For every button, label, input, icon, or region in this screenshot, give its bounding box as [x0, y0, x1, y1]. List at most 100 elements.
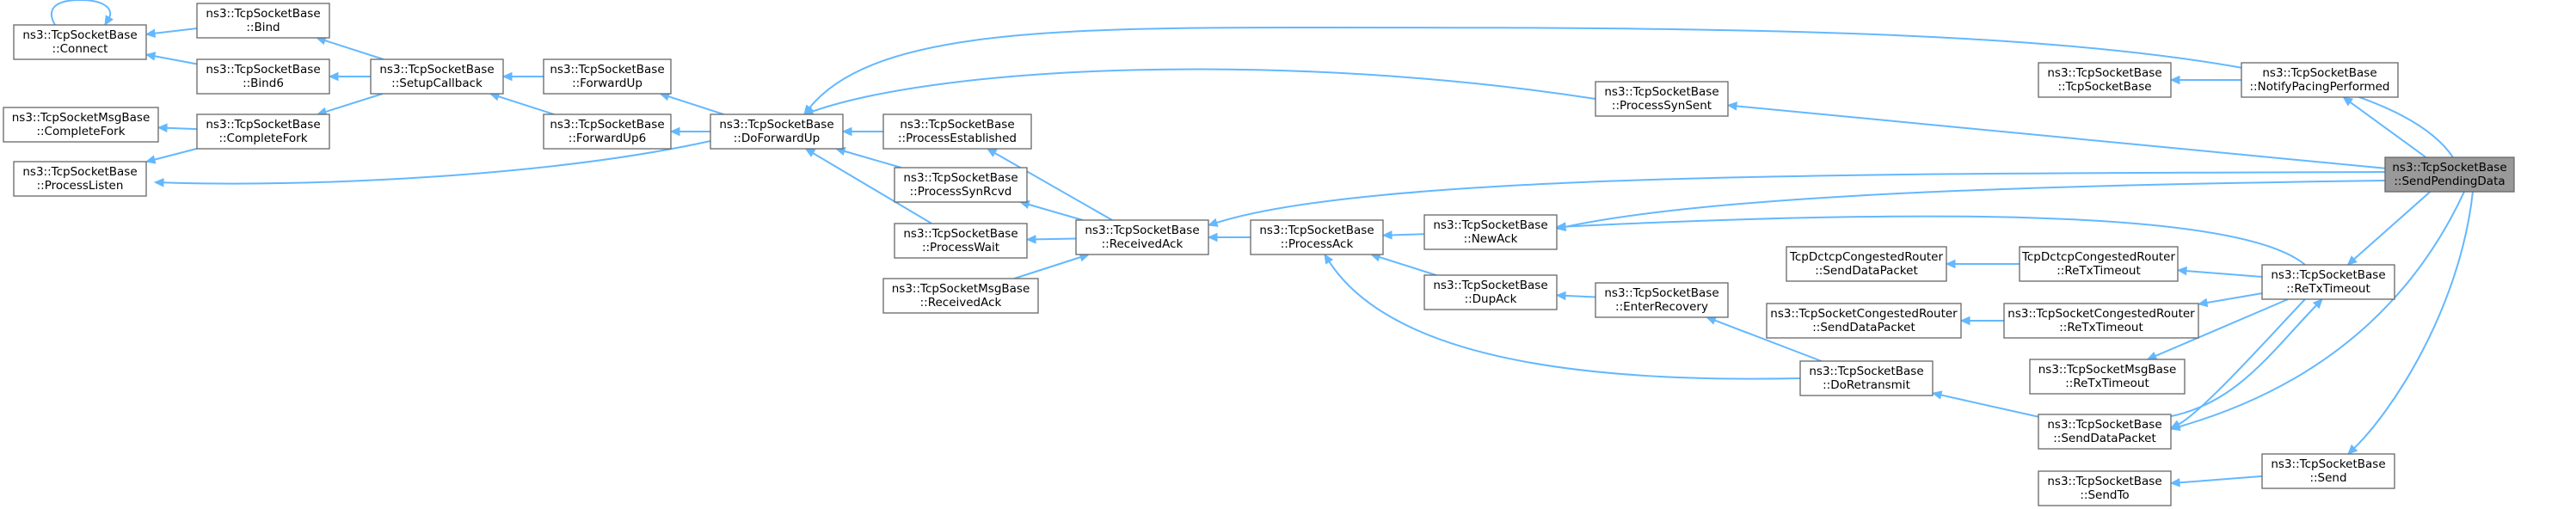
- node-label-line2: ::Bind: [246, 21, 280, 34]
- node-dctcpretx[interactable]: TcpDctcpCongestedRouter::ReTxTimeout: [2019, 246, 2179, 282]
- node-label-line1: ns3::TcpSocketBase: [2047, 475, 2161, 488]
- node-setupcallback[interactable]: ns3::TcpSocketBase::SetupCallback: [370, 58, 504, 95]
- edges: [51, 0, 2474, 488]
- edge-receivedack-to-processwait: [1025, 235, 1077, 244]
- node-completefork[interactable]: ns3::TcpSocketBase::CompleteFork: [196, 113, 330, 150]
- node-senddatapacket[interactable]: ns3::TcpSocketBase::SendDataPacket: [2038, 414, 2172, 450]
- edge-processack-to-receivedack: [1207, 232, 1251, 242]
- node-processack[interactable]: ns3::TcpSocketBase::ProcessAck: [1250, 219, 1384, 255]
- node-label-line2: ::DoRetransmit: [1823, 378, 1910, 392]
- node-label-line2: ::SendPendingData: [2394, 175, 2505, 188]
- node-msgcompletefork[interactable]: ns3::TcpSocketMsgBase::CompleteFork: [3, 107, 159, 143]
- node-label-line1: ns3::TcpSocketBase: [903, 171, 1017, 185]
- edge-bind6-to-connect: [144, 52, 198, 65]
- node-bind[interactable]: ns3::TcpSocketBase::Bind: [196, 3, 330, 39]
- node-label-line1: ns3::TcpSocketCongestedRouter: [2007, 307, 2195, 321]
- node-label-line1: TcpDctcpCongestedRouter: [2021, 250, 2176, 264]
- node-label-line2: ::SetupCallback: [391, 77, 483, 90]
- node-label-line1: ns3::TcpSocketBase: [1604, 85, 1718, 99]
- edge-sendpending-to-notifypacing: [2342, 96, 2427, 158]
- node-congretx[interactable]: ns3::TcpSocketCongestedRouter::ReTxTimeo…: [2003, 303, 2199, 339]
- node-label-line1: ns3::TcpSocketBase: [2047, 418, 2161, 432]
- node-processestablished[interactable]: ns3::TcpSocketBase::ProcessEstablished: [882, 113, 1032, 150]
- node-label-line2: ::SendDataPacket: [2053, 432, 2156, 445]
- node-label-line1: TcpDctcpCongestedRouter: [1789, 250, 1944, 264]
- node-label-line2: ::ReTxTimeout: [2059, 321, 2143, 334]
- edge-senddatapacket-to-doretransmit: [1931, 390, 2039, 418]
- node-label-line2: ::ReceivedAck: [920, 296, 1002, 310]
- node-send[interactable]: ns3::TcpSocketBase::Send: [2261, 453, 2395, 489]
- node-label-line2: ::DupAck: [1465, 292, 1517, 306]
- node-label-line2: ::ReceivedAck: [1102, 237, 1183, 251]
- node-doforwardup[interactable]: ns3::TcpSocketBase::DoForwardUp: [710, 113, 844, 150]
- node-label-line2: ::SendDataPacket: [1812, 321, 1915, 334]
- edge-retxtimeout-to-newack: [1555, 215, 2306, 266]
- edge-setupcallback-to-bind6: [328, 71, 371, 82]
- edge-processsynsent-to-doforwardup: [802, 68, 1596, 116]
- node-forwardup6[interactable]: ns3::TcpSocketBase::ForwardUp6: [543, 113, 672, 150]
- edge-completefork-to-msgcompletefork: [157, 123, 198, 133]
- node-tcpsocketbase[interactable]: ns3::TcpSocketBase::TcpSocketBase: [2038, 62, 2172, 98]
- node-label-line2: ::ProcessSynRcvd: [910, 185, 1012, 199]
- nodes: ns3::TcpSocketBase::SendPendingDatans3::…: [3, 3, 2515, 506]
- node-sendpending[interactable]: ns3::TcpSocketBase::SendPendingData: [2384, 156, 2515, 193]
- node-doretransmit[interactable]: ns3::TcpSocketBase::DoRetransmit: [1799, 360, 1934, 396]
- edge-forwardup-to-setupcallback: [501, 71, 544, 82]
- edge-send-to-sendto: [2169, 475, 2263, 488]
- node-label-line2: ::ReTxTimeout: [2056, 264, 2141, 278]
- node-label-line2: ::NotifyPacingPerformed: [2250, 80, 2390, 94]
- node-connect[interactable]: ns3::TcpSocketBase::Connect: [13, 24, 147, 60]
- node-label-line1: ns3::TcpSocketMsgBase: [892, 282, 1030, 296]
- edge-doretransmit-to-processack: [1324, 253, 1801, 380]
- node-sendto[interactable]: ns3::TcpSocketBase::SendTo: [2038, 470, 2172, 506]
- edge-setupcallback-to-completefork: [316, 93, 384, 116]
- node-processsynsent[interactable]: ns3::TcpSocketBase::ProcessSynSent: [1595, 81, 1729, 117]
- node-label-line2: ::CompleteFork: [36, 125, 125, 138]
- edge-dctcpretx-to-dctcpsend: [1945, 259, 2020, 269]
- node-newack[interactable]: ns3::TcpSocketBase::NewAck: [1423, 214, 1558, 250]
- edge-sendpending-to-receivedack: [1207, 171, 2386, 227]
- node-label-line2: ::CompleteFork: [218, 132, 307, 145]
- node-label-line2: ::ForwardUp6: [569, 132, 646, 145]
- node-dupack[interactable]: ns3::TcpSocketBase::DupAck: [1423, 274, 1558, 310]
- node-label-line1: ns3::TcpSocketBase: [22, 28, 137, 42]
- edge-sendpending-to-newack: [1555, 180, 2386, 231]
- node-retxtimeout[interactable]: ns3::TcpSocketBase::ReTxTimeout: [2261, 264, 2395, 300]
- node-label-line1: ns3::TcpSocketBase: [2271, 457, 2385, 471]
- node-forwardup[interactable]: ns3::TcpSocketBase::ForwardUp: [543, 58, 672, 95]
- node-label-line2: ::DoForwardUp: [734, 132, 821, 145]
- node-label-line1: ns3::TcpSocketBase: [1259, 224, 1374, 237]
- edge-bind-to-connect: [144, 28, 198, 38]
- node-processsynrcvd[interactable]: ns3::TcpSocketBase::ProcessSynRcvd: [894, 167, 1028, 203]
- node-msgretx[interactable]: ns3::TcpSocketMsgBase::ReTxTimeout: [2029, 359, 2186, 395]
- node-congsend[interactable]: ns3::TcpSocketCongestedRouter::SendDataP…: [1766, 303, 1962, 339]
- node-label-line1: ns3::TcpSocketBase: [900, 118, 1014, 132]
- node-label-line1: ns3::TcpSocketBase: [1604, 286, 1718, 300]
- node-dctcpsend[interactable]: TcpDctcpCongestedRouter::SendDataPacket: [1786, 246, 1947, 282]
- node-label-line1: ns3::TcpSocketBase: [206, 63, 320, 77]
- edge-retxtimeout-to-senddatapacket: [2169, 298, 2306, 429]
- node-label-line2: ::SendDataPacket: [1815, 264, 1918, 278]
- node-processlisten[interactable]: ns3::TcpSocketBase::ProcessListen: [13, 161, 147, 197]
- node-label-line2: ::NewAck: [1464, 232, 1518, 246]
- node-enterrecovery[interactable]: ns3::TcpSocketBase::EnterRecovery: [1595, 282, 1729, 318]
- node-receivedack[interactable]: ns3::TcpSocketBase::ReceivedAck: [1075, 219, 1209, 255]
- node-label-line1: ns3::TcpSocketBase: [903, 227, 1017, 241]
- node-label-line2: ::TcpSocketBase: [2057, 80, 2151, 94]
- node-notifypacing[interactable]: ns3::TcpSocketBase::NotifyPacingPerforme…: [2241, 62, 2399, 98]
- edge-retxtimeout-to-msgretx: [2146, 298, 2289, 360]
- edge-processsynrcvd-to-doforwardup: [834, 146, 902, 169]
- node-label-line1: ns3::TcpSocketBase: [719, 118, 833, 132]
- node-label-line1: ns3::TcpSocketBase: [1433, 279, 1547, 292]
- edge-processestablished-to-doforwardup: [841, 126, 883, 137]
- node-processwait[interactable]: ns3::TcpSocketBase::ProcessWait: [894, 223, 1028, 259]
- node-label-line1: ns3::TcpSocketMsgBase: [2038, 363, 2177, 377]
- node-label-line2: ::Bind6: [243, 77, 284, 90]
- edge-dupack-to-processack: [1369, 253, 1437, 276]
- node-label-line2: ::ReTxTimeout: [2065, 377, 2149, 390]
- edge-completefork-to-processlisten: [144, 147, 198, 164]
- node-bind6[interactable]: ns3::TcpSocketBase::Bind6: [196, 58, 330, 95]
- node-label-line2: ::Send: [2309, 471, 2346, 485]
- node-msgreceivedack[interactable]: ns3::TcpSocketMsgBase::ReceivedAck: [882, 278, 1039, 314]
